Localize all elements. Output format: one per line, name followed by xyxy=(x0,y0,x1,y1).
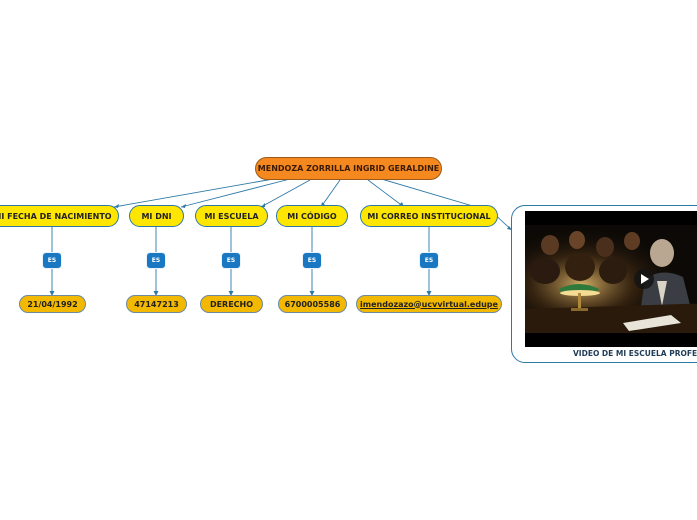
value-label: 21/04/1992 xyxy=(27,299,78,309)
topic-correo-institucional[interactable]: MI CORREO INSTITUCIONAL xyxy=(360,205,498,227)
edge-root-codigo xyxy=(320,179,341,208)
edge-root-dni xyxy=(180,178,291,208)
es-tag[interactable]: ES xyxy=(303,253,321,268)
arrow-head-value-3 xyxy=(228,291,234,296)
topic-codigo[interactable]: MI CÓDIGO xyxy=(276,205,348,227)
topic-label: MI DNI xyxy=(141,211,172,221)
value-dni[interactable]: 47147213 xyxy=(126,295,187,313)
video-card[interactable]: VIDEO DE MI ESCUELA PROFESIONAL xyxy=(511,205,697,363)
topic-label: MI FECHA DE NACIMIENTO xyxy=(0,211,112,221)
value-label: DERECHO xyxy=(209,299,254,309)
video-caption: VIDEO DE MI ESCUELA PROFESIONAL xyxy=(573,349,697,358)
value-fecha-nacimiento[interactable]: 21/04/1992 xyxy=(19,295,86,313)
root-label: MENDOZA ZORRILLA INGRID GERALDINE xyxy=(257,164,440,173)
root-node[interactable]: MENDOZA ZORRILLA INGRID GERALDINE xyxy=(255,157,442,180)
edge-root-escuela xyxy=(260,179,311,208)
arrow-head-video xyxy=(507,226,512,230)
topic-escuela[interactable]: MI ESCUELA xyxy=(195,205,268,227)
topic-dni[interactable]: MI DNI xyxy=(129,205,184,227)
value-label: 47147213 xyxy=(134,299,179,309)
play-icon xyxy=(641,274,649,284)
value-escuela[interactable]: DERECHO xyxy=(200,295,263,313)
topic-label: MI ESCUELA xyxy=(204,211,259,221)
arrow-head-value-2 xyxy=(153,291,159,296)
arrow-head-value-1 xyxy=(49,291,55,296)
video-thumbnail[interactable] xyxy=(525,211,697,347)
es-tag[interactable]: ES xyxy=(43,253,61,268)
arrow-head-value-5 xyxy=(426,291,432,296)
value-codigo[interactable]: 6700005586 xyxy=(278,295,347,313)
value-label: 6700005586 xyxy=(284,299,341,309)
arrow-head-dni xyxy=(181,204,186,208)
topic-label: MI CORREO INSTITUCIONAL xyxy=(367,211,491,221)
es-tag[interactable]: ES xyxy=(147,253,165,268)
email-link-text[interactable]: imendozazo@ucvvirtual.edupe xyxy=(360,299,498,309)
edge-root-correo xyxy=(367,179,405,208)
topic-label: MI CÓDIGO xyxy=(287,211,337,221)
video-frame-image xyxy=(525,211,697,347)
arrow-head-value-4 xyxy=(309,291,315,296)
es-tag[interactable]: ES xyxy=(420,253,438,268)
topic-fecha-nacimiento[interactable]: MI FECHA DE NACIMIENTO xyxy=(0,205,119,227)
value-correo-link[interactable]: imendozazo@ucvvirtual.edupe xyxy=(356,295,502,313)
edge-root-fecha xyxy=(113,177,280,208)
es-tag[interactable]: ES xyxy=(222,253,240,268)
